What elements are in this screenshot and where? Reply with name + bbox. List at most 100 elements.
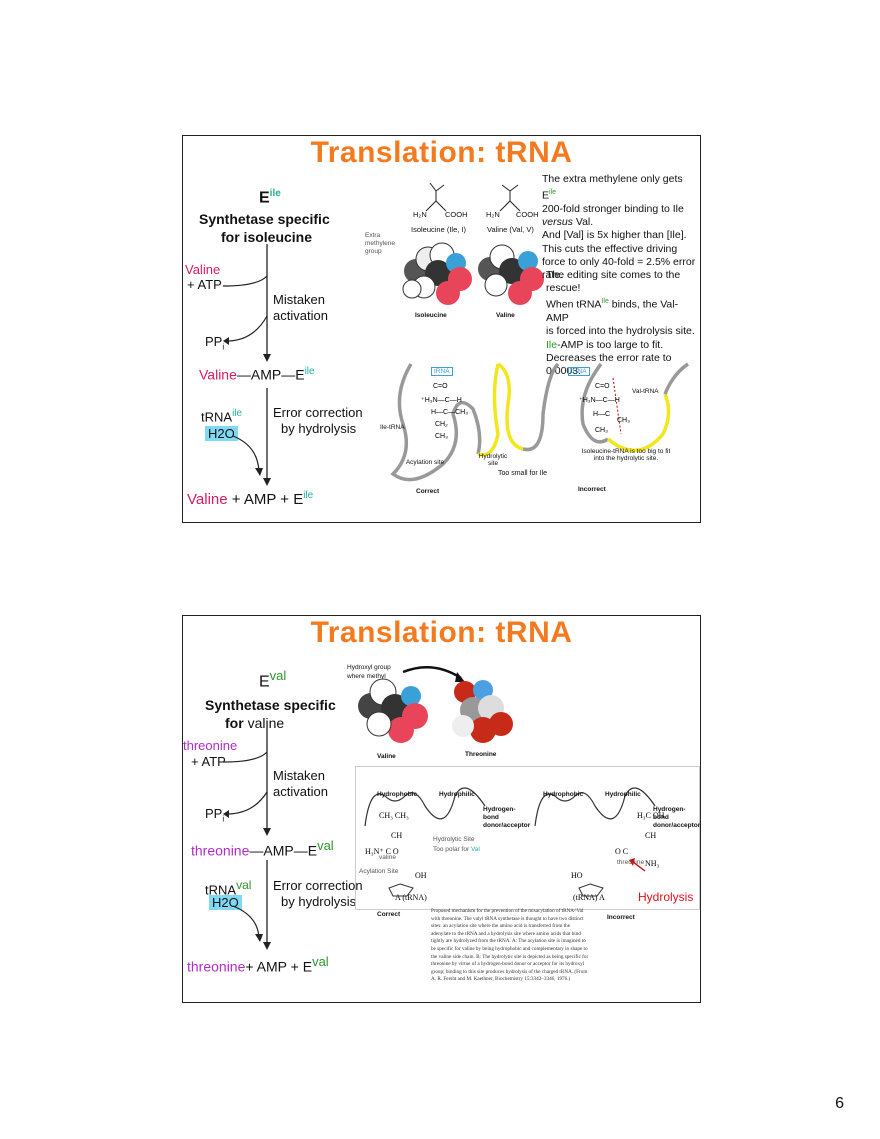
note1-b: 200-fold stronger binding to Ile [542,202,684,215]
ppi2-text: PP [205,806,223,821]
iso-cooh: COOH [445,210,468,219]
threonine-amp-rest: —AMP—E [249,842,318,859]
final-valine-line: Valine + AMP + Eile [187,490,313,508]
mechanism-diagram: CH₃ CH₃ CH H₃N⁺ C O OH A (tRNA) H₃C OH C… [364,787,665,902]
svg-text:H₃C OH: H₃C OH [637,811,665,820]
final-rest-2: + AMP + E [245,958,313,975]
trna-ile: tRNAile [201,408,242,424]
synthetase-val-line1: Synthetase specific [205,697,336,713]
note2-b: rescue! [546,282,581,295]
synthetase-line2: for isoleucine [221,229,313,245]
mistaken-line2: activation [273,308,328,323]
note1-d: Val. [572,216,594,229]
note1-g: force to only 40-fold = 2.5% error [542,255,696,268]
extra-methylene: Extra methylene group [365,232,395,255]
note2-c-sup: Ile [601,298,609,306]
slide-1: Translation: tRNA Eile Synthetase specif… [182,135,701,523]
svg-text:OH: OH [415,871,427,880]
slide-2: Translation: tRNA Eval Synthetase specif… [182,615,701,1003]
valine-amp-sup: ile [304,366,315,377]
iso-too-big-label: Isoleucine-tRNA is too big to fit into t… [581,448,671,462]
valine-label: Valine [185,262,221,277]
h2o-box: H2O [205,426,238,441]
note2-c: When tRNA [546,298,602,311]
hbond-label-1: Hydrogen-bond donor/acceptor [483,806,531,829]
svg-text:CH₂: CH₂ [435,421,448,428]
note1-sup: ile [549,189,557,197]
incorrect-label-2: Incorrect [607,914,635,921]
enzyme-val-label: Eval [259,668,286,691]
valine-amp-rest: —AMP—E [236,366,305,383]
iso-label: Isoleucine (Ile, I) [411,225,467,234]
note2-f-colored: Ile [546,338,558,351]
val-cooh: COOH [516,210,539,219]
mechanism-panel [355,766,700,910]
trna-box-1: tRNA [431,367,453,376]
hydroxyl-note: Hydroxyl group where methyl [347,664,391,680]
error-correction: Error correction by hydrolysis [273,405,363,437]
svg-text:HO: HO [571,871,583,880]
valine-model-label-2: Valine [377,753,396,760]
page-number: 6 [835,1095,844,1112]
svg-text:O C: O C [615,847,628,856]
svg-text:H—C—CH₃: H—C—CH₃ [431,409,468,416]
threonine-small-label: threonine [617,859,645,866]
acylation-site-label: Acylation site [405,459,445,466]
val-h2n: H₂N [486,210,500,219]
threonine-amp-sup: val [317,838,334,853]
isoleucine-model-label: Isoleucine [415,312,447,319]
final-sup-2: val [312,954,329,969]
valine-small-label: valine [379,854,396,861]
editing-site-diagram: C=O ⁺H₃N—C—H H—C—CH₃ CH₂ CH₃ C=O ⁺H₃N—C—… [390,362,690,482]
valine-threonine-models [358,665,513,743]
note2-line5: Ile-AMP is too large to fit. [546,339,698,352]
ppi-label: PPi [205,334,224,352]
slide-2-title: Translation: tRNA [310,616,573,649]
svg-text:CH₃: CH₃ [595,427,608,434]
note2-e: is forced into the hydrolysis site. [546,325,695,338]
too-polar-label: Too polar for Val [433,846,480,853]
svg-text:A (tRNA): A (tRNA) [395,893,427,902]
note1-a: The extra methylene only gets E [542,173,683,202]
mistaken2-line2: activation [273,784,328,799]
enzyme-sup: ile [269,188,281,199]
correct-label-2: Correct [377,911,401,918]
svg-text:CH₃ CH₃: CH₃ CH₃ [379,811,409,820]
trna-box-2: tRNA [568,367,590,376]
slide-1-title: Translation: tRNA [310,136,573,169]
final-threonine-line: threonine+ AMP + Eval [187,954,329,975]
svg-text:⁺H₃N—C—H: ⁺H₃N—C—H [579,397,620,404]
ppi-label-2: PPi [205,806,224,824]
synthetase-for: for [225,715,248,731]
too-polar-text: Too polar for [433,846,471,853]
correct-label-1: Correct [416,488,440,495]
synthetase-specific-val: Synthetase specific for valine [205,696,336,732]
plus-atp-2: + ATP [191,754,226,769]
ppi2-sub: i [222,814,225,824]
error-line1: Error correction [273,405,363,420]
note2-line3: When tRNAIle binds, the Val-AMP [546,295,698,325]
mistaken-activation-2: Mistaken activation [273,768,328,800]
final-rest: + AMP + E [227,491,304,508]
trna-sup: ile [232,408,243,419]
valine-model-label: Valine [496,312,515,319]
threonine-amp-thr: threonine [191,842,250,859]
svg-text:CH: CH [391,831,402,840]
note1-h: rate. [542,268,564,281]
note2-f: -AMP is too large to fit. [557,338,664,351]
figure-caption: Proposed mechanism for the prevention of… [431,908,589,983]
threonine-model-icon [452,680,513,743]
note2-d: binds, the Val-AMP [546,298,679,325]
trna-val: tRNAval [205,878,251,897]
hydrophilic-label-1: Hydrophilic [439,791,475,798]
final-threonine: threonine [187,958,246,975]
final-valine: Valine [187,491,228,508]
plus-atp: + ATP [187,277,222,292]
h2o-text: H2O [205,426,238,441]
synthetase-specific: Synthetase specific for isoleucine [199,210,330,246]
pathway-arrows-2 [222,728,271,950]
svg-text:⁺H₃N—C—H: ⁺H₃N—C—H [421,397,462,404]
trna-text: tRNA [201,409,233,425]
valine-model-icon [478,244,544,305]
mistaken-activation: Mistaken activation [273,292,328,324]
